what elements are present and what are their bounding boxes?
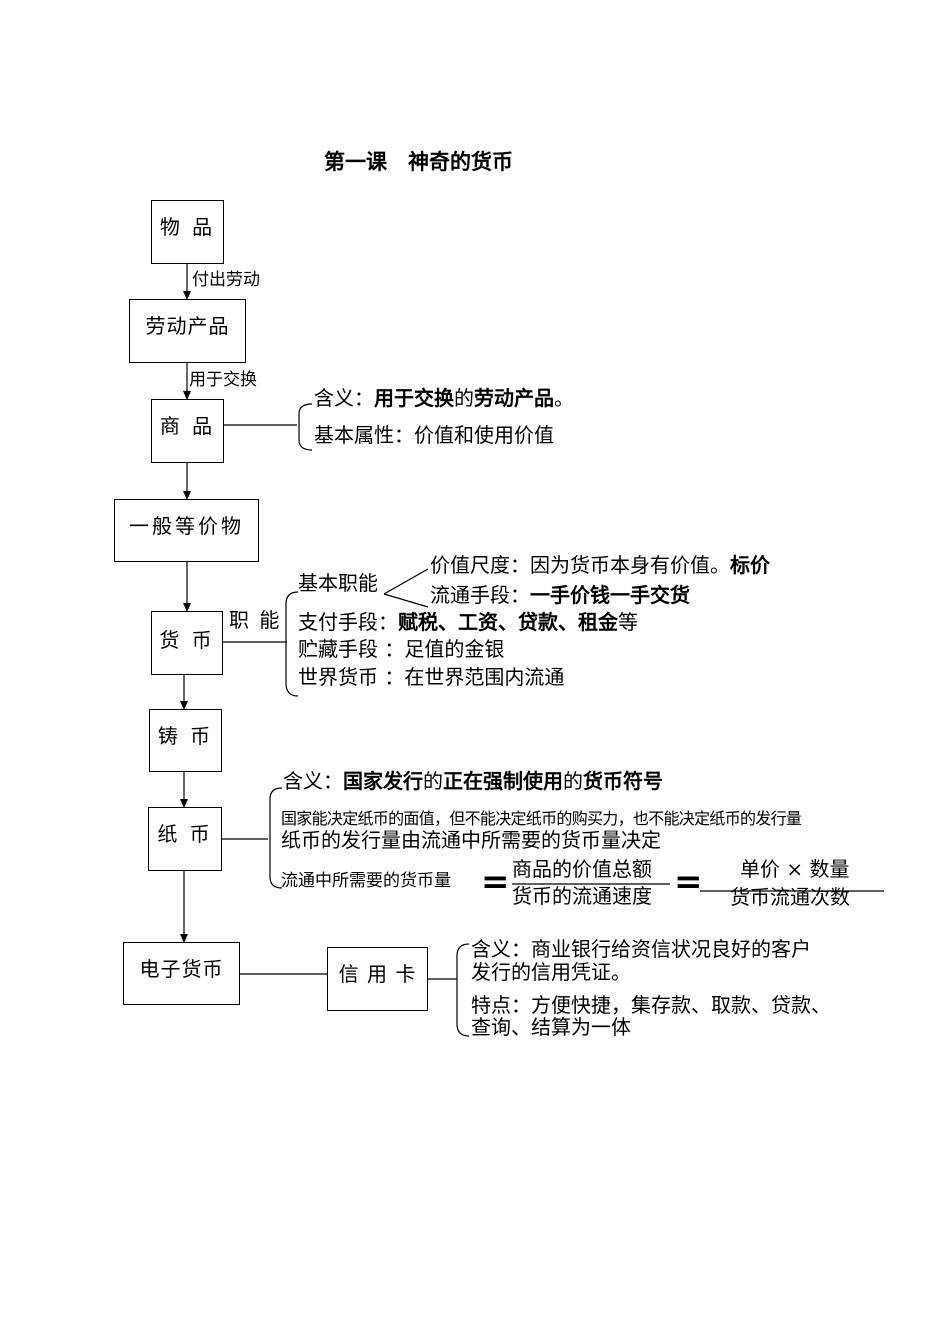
value-measure-text: 价值尺度：因为货币本身有价值。	[430, 553, 730, 577]
function-value-measure: 价值尺度：因为货币本身有价值。标价	[430, 555, 770, 575]
basic-branch-down	[383, 593, 429, 608]
edge-label-functions: 职 能	[229, 608, 282, 632]
commodity-meaning-bold-2: 劳动产品	[474, 386, 554, 410]
box-electronic-money: 电子货币	[123, 942, 240, 1005]
box-credit-card: 信 用 卡	[327, 947, 428, 1011]
payment-prefix: 支付手段：	[298, 610, 398, 634]
equals-sign-1: =	[481, 862, 510, 902]
box-paper-money: 纸 币	[148, 807, 222, 871]
box-money-label: 货 币	[159, 628, 215, 652]
box-goods: 物 品	[151, 200, 224, 264]
equals-sign-2: =	[674, 862, 703, 902]
box-commodity-label: 商 品	[159, 414, 216, 438]
payment-bold: 赋税、工资、贷款、租金	[398, 610, 618, 634]
page-title: 第一课 神奇的货币	[324, 150, 513, 174]
box-general-equivalent-label: 一般等价物	[129, 514, 244, 538]
box-coin: 铸 币	[149, 709, 222, 772]
value-measure-bold: 标价	[730, 553, 770, 577]
payment-suffix: 等	[618, 610, 638, 634]
credit-feature-line2: 查询、结算为一体	[471, 1015, 631, 1039]
credit-meaning-line2: 发行的信用凭证。	[471, 960, 631, 984]
fraction1-numerator: 商品的价值总额	[512, 857, 652, 881]
fraction2-denominator: 货币流通次数	[730, 885, 850, 909]
credit-meaning-line1: 含义：商业银行给资信状况良好的客户	[471, 937, 811, 961]
function-storage: 贮藏手段 ：足值的金银	[298, 637, 505, 661]
paper-note-value: 国家能决定纸币的面值，但不能决定纸币的购买力，也不能决定纸币的发行量	[281, 809, 802, 828]
paper-meaning-mid-2: 的	[563, 769, 583, 793]
commodity-attributes: 基本属性：价值和使用价值	[314, 423, 554, 447]
box-money: 货 币	[151, 611, 223, 675]
brace-commodity	[298, 403, 313, 451]
function-payment: 支付手段：赋税、工资、贷款、租金等	[298, 612, 638, 632]
box-coin-label: 铸 币	[157, 724, 214, 748]
box-labor-product-label: 劳动产品	[145, 314, 230, 338]
fraction1-denominator: 货币的流通速度	[512, 884, 652, 908]
box-general-equivalent: 一般等价物	[114, 499, 259, 562]
box-labor-product: 劳动产品	[129, 299, 246, 363]
paper-meaning-mid-1: 的	[423, 769, 443, 793]
circulation-prefix: 流通手段：	[430, 583, 530, 607]
fraction2-numerator: 单价 × 数量	[740, 857, 850, 881]
formula-label: 流通中所需要的货币量	[281, 871, 451, 891]
box-commodity: 商 品	[151, 399, 224, 463]
commodity-meaning-bold-1: 用于交换	[374, 386, 454, 410]
commodity-meaning-end: 。	[554, 386, 574, 410]
edge-label-labor: 付出劳动	[192, 270, 260, 290]
box-goods-label: 物 品	[159, 215, 216, 239]
basic-functions: 基本职能	[298, 571, 378, 595]
edge-label-exchange: 用于交换	[189, 370, 257, 390]
commodity-meaning-prefix: 含义：	[314, 386, 374, 410]
circulation-bold: 一手价钱一手交货	[530, 583, 690, 607]
brace-functions	[285, 591, 299, 697]
function-circulation: 流通手段：一手价钱一手交货	[430, 585, 690, 605]
brace-credit	[456, 943, 470, 1037]
paper-meaning: 含义：国家发行的正在强制使用的货币符号	[283, 771, 663, 791]
function-world: 世界货币 ：在世界范围内流通	[298, 665, 565, 689]
paper-meaning-bold-1: 国家发行	[343, 769, 423, 793]
box-paper-money-label: 纸 币	[157, 822, 213, 846]
paper-note-issuance: 纸币的发行量由流通中所需要的货币量决定	[281, 828, 661, 852]
credit-feature-line1: 特点：方便快捷，集存款、取款、贷款、	[471, 993, 831, 1017]
box-credit-card-label: 信 用 卡	[338, 962, 417, 986]
paper-meaning-prefix: 含义：	[283, 769, 343, 793]
paper-meaning-bold-2: 正在强制使用	[443, 769, 563, 793]
commodity-meaning-mid: 的	[454, 386, 474, 410]
paper-meaning-bold-3: 货币符号	[583, 769, 663, 793]
basic-branch-up	[383, 568, 429, 595]
commodity-meaning: 含义：用于交换的劳动产品。	[314, 388, 574, 408]
box-electronic-money-label: 电子货币	[139, 957, 224, 981]
brace-paper	[269, 787, 283, 889]
